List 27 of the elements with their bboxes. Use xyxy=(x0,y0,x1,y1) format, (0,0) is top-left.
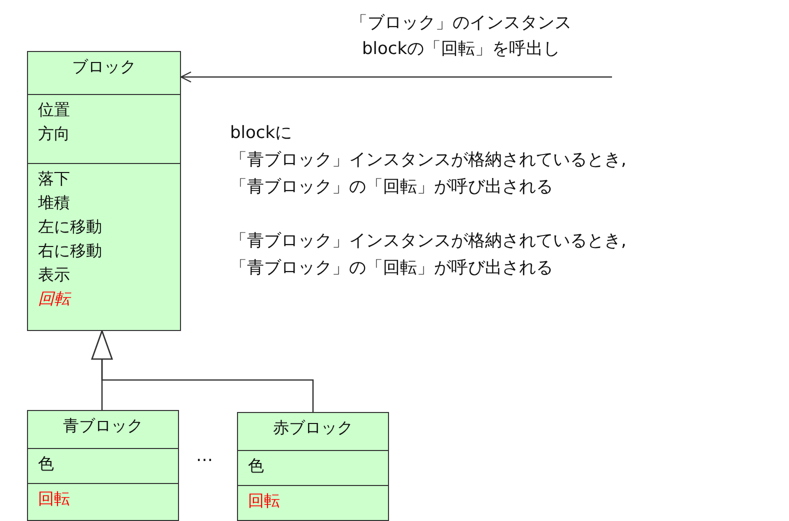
class-member: 左に移動 xyxy=(38,216,102,238)
class-name: ブロック xyxy=(72,56,136,78)
class-member: 回転 xyxy=(248,490,280,512)
class-member: 堆積 xyxy=(38,192,70,214)
class-member: 表示 xyxy=(38,264,70,286)
class-member: 右に移動 xyxy=(38,240,102,262)
class-name: 青ブロック xyxy=(63,415,143,437)
class-member: 回転 xyxy=(38,488,70,510)
note-text: blockに xyxy=(230,122,292,145)
class-box xyxy=(27,410,179,521)
class-member: 回転 xyxy=(38,288,70,310)
note-text: 「青ブロック」の「回転」が呼び出される xyxy=(230,257,553,280)
note-text: 「青ブロック」インスタンスが格納されているとき, xyxy=(230,230,626,253)
class-member: 落下 xyxy=(38,168,70,190)
inheritance-arrow xyxy=(91,330,314,412)
class-name: 赤ブロック xyxy=(273,417,353,439)
class-member: 色 xyxy=(38,453,54,475)
arrow xyxy=(180,71,612,83)
ellipsis: … xyxy=(196,445,213,468)
class-member: 位置 xyxy=(38,99,70,121)
note-text: 「青ブロック」の「回転」が呼び出される xyxy=(230,176,553,199)
class-member: 色 xyxy=(248,455,264,477)
class-box xyxy=(27,51,181,331)
class-box xyxy=(237,412,389,521)
edge-label: 「ブロック」のインスタンス blockの「回転」を呼出し xyxy=(350,12,572,61)
note-text: 「青ブロック」インスタンスが格納されているとき, xyxy=(230,149,626,172)
class-member: 方向 xyxy=(38,123,70,145)
